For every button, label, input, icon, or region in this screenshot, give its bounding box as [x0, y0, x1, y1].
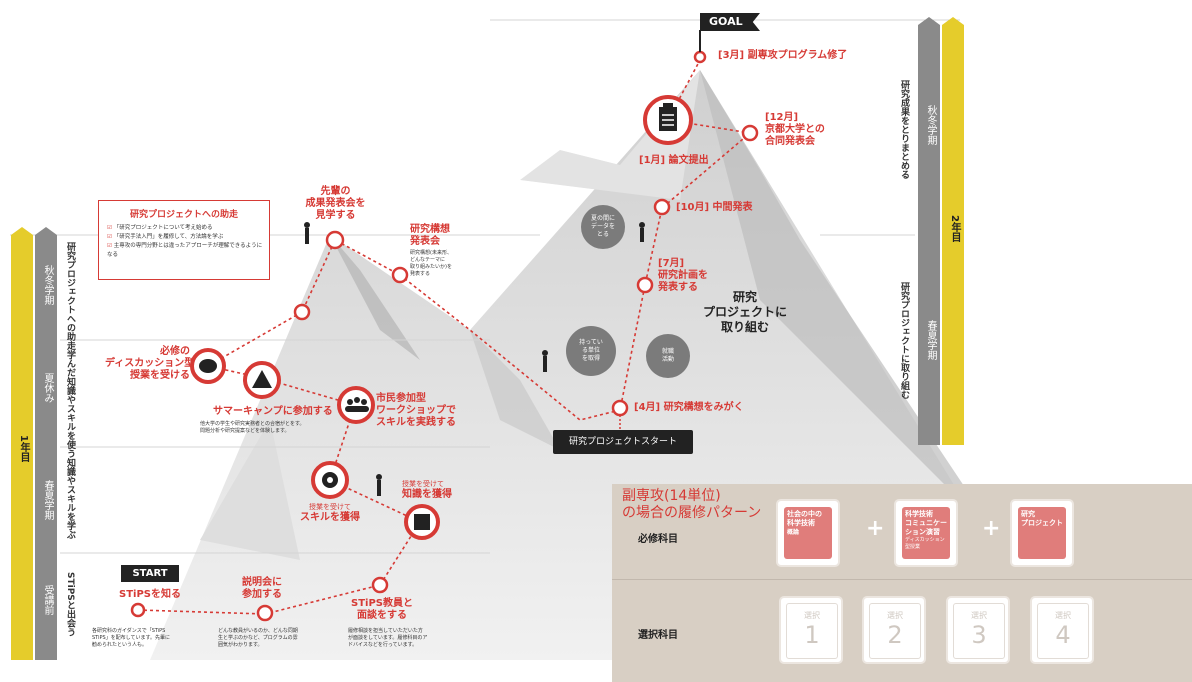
start-flag: START	[121, 565, 179, 582]
step-discussion: 必修の ディスカッション型 授業を受ける	[105, 346, 195, 381]
right-band-2: 研究プロジェクトに取り組む	[899, 282, 909, 399]
left-term-1: 秋冬学期	[42, 265, 53, 305]
required-card-3: 研究 プロジェクト	[1010, 499, 1074, 567]
step-concept: 研究構想 発表会	[410, 224, 450, 247]
left-band-1: 研究プロジェクトへの助走	[65, 242, 75, 350]
summer-note: 他大学の学生や研究実務者との合宿がとをす。 問題分析や研究提案などを体験します。	[200, 421, 305, 434]
right-term-2: 春夏学期	[925, 320, 936, 360]
required-card-2: 科学技術 コミュニケー ション演習 ディスカッション型授業	[894, 499, 958, 567]
bubble-data: 夏の間にデータをとる	[581, 205, 625, 249]
left-term-4: 受講前	[42, 585, 53, 615]
interview-note: 履修相談を担当していただいた方 が面談をしています。履修科目のア ドバイスなどを…	[348, 628, 428, 648]
required-card-1: 社会の中の 科学技術 概論	[776, 499, 840, 567]
step-jul: [7月] 研究計画を 発表する	[658, 258, 708, 293]
step-interview: STiPS教員と 面談をする	[351, 598, 413, 621]
support-item: ☑ 主専攻の専門分野とは違ったアプローチが理解できるようになる	[107, 243, 263, 258]
step-dec: [12月] 京都大学との 合同発表会	[765, 112, 825, 147]
concept-note: 研究構想(未来形、 どんなテーマに 取り組みたいか)を 発表する	[410, 250, 452, 277]
left-band-4: STiPSと出会う	[65, 572, 75, 637]
left-term-bar: 秋冬学期 夏休み 春夏学期 受講前	[35, 227, 57, 660]
support-item: ☑ 「研究手法入門」を履修して、方法論を学ぶ	[107, 234, 224, 240]
know-note: 各研究科のガイダンスで「STiPS STiPS」を配布しています。先輩に 勧めら…	[92, 628, 171, 648]
step-workshop: 市民参加型 ワークショップで スキルを実践する	[376, 393, 456, 428]
bubble-job: 就職活動	[646, 334, 690, 378]
left-year-label: 1年目	[18, 435, 29, 462]
support-box-title: 研究プロジェクトへの助走	[129, 210, 238, 220]
right-term-1: 秋冬学期	[925, 105, 936, 145]
plus-sign: +	[982, 516, 1001, 541]
right-band-1: 研究成果をとりまとめる	[899, 80, 909, 179]
step-seniors: 先輩の 成果発表会を 見学する	[305, 186, 366, 221]
briefing-note: どんな教員がいるのか、どんな同期 生と学ぶのかなど、プログラムの雰 囲気がわかり…	[218, 628, 298, 648]
step-apr: [4月] 研究構想をみがく	[634, 402, 744, 413]
left-year-bar: 1年目	[11, 227, 33, 660]
required-label: 必修科目	[638, 534, 678, 545]
step-oct: [10月] 中間発表	[676, 202, 753, 213]
panel-title: 副専攻(14単位) の場合の履修パターン	[622, 488, 762, 521]
plus-sign: +	[866, 516, 885, 541]
step-knowledge: 授業を受けて 知識を獲得	[402, 480, 452, 500]
bubble-credits: 持っている単位を取得	[566, 326, 616, 376]
step-skill: 授業を受けて スキルを獲得	[300, 503, 360, 523]
step-mar: [3月] 副専攻プログラム修了	[718, 50, 848, 61]
course-pattern-panel: 副専攻(14単位) の場合の履修パターン 必修科目 選択科目 社会の中の 科学技…	[612, 484, 1192, 682]
right-term-bar: 秋冬学期 春夏学期	[918, 17, 940, 445]
elective-label: 選択科目	[638, 630, 678, 641]
center-text: 研究 プロジェクトに 取り組む	[702, 290, 787, 334]
right-year-bar: 2年目	[942, 17, 964, 445]
support-item: ☑ 「研究プロジェクトについて考え始める	[107, 225, 213, 231]
support-box: 研究プロジェクトへの助走 ☑ 「研究プロジェクトについて考え始める ☑ 「研究手…	[98, 200, 270, 280]
goal-flag: GOAL	[700, 13, 760, 31]
step-briefing: 説明会に 参加する	[242, 577, 282, 600]
left-band-2: 学んだ知識やスキルを使う	[65, 350, 75, 458]
project-start-badge: 研究プロジェクトスタート	[553, 430, 693, 454]
left-band-3: 知識やスキルを学ぶ	[65, 458, 75, 539]
step-know-stips: STiPSを知る	[119, 589, 181, 600]
right-year-label: 2年目	[949, 215, 960, 242]
left-term-3: 春夏学期	[42, 480, 53, 520]
left-term-2: 夏休み	[42, 373, 53, 403]
step-jan: [1月] 論文提出	[639, 155, 709, 166]
step-summer: サマーキャンプに参加する	[213, 406, 333, 417]
